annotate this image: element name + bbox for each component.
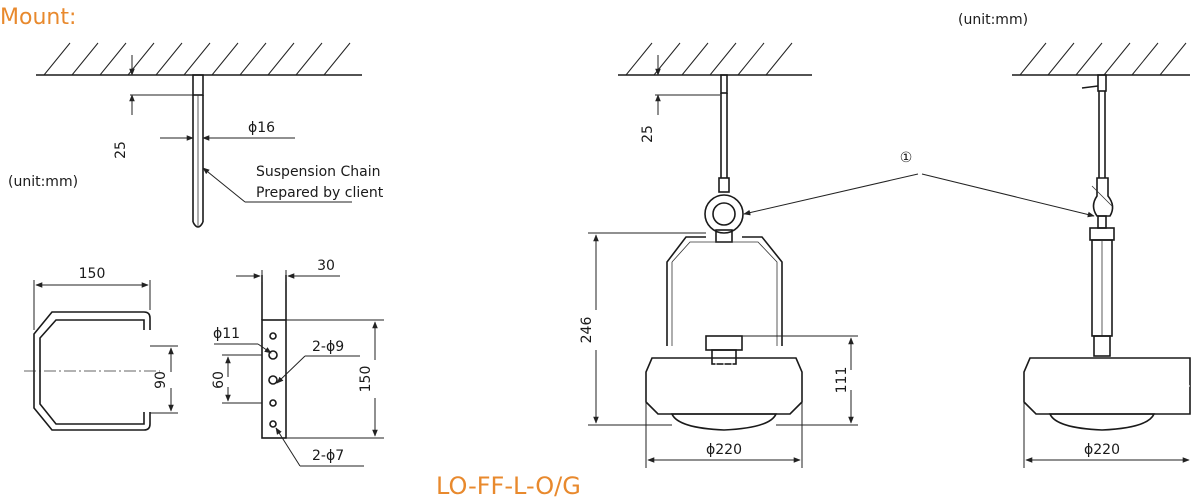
dimension-dia-right: ϕ220	[1023, 402, 1190, 468]
model-label: LO-FF-L-O/G	[436, 472, 581, 500]
dimension-holes-small: 2-ϕ7	[275, 427, 364, 467]
dim-plate-width-text: 30	[317, 258, 335, 274]
dim-hang-left-text: 25	[113, 141, 129, 159]
luminaire-center	[645, 74, 803, 431]
dimension-hole-large: ϕ11	[213, 326, 272, 354]
dim-holes-small-text: 2-ϕ7	[312, 448, 344, 464]
dimension-hole-pitch: 60	[211, 354, 262, 404]
dim-bracket-width-text: 150	[79, 266, 106, 282]
dimension-total-height: 246	[579, 232, 706, 426]
dim-hole-large-text: ϕ11	[213, 326, 240, 342]
chain-hook-left	[192, 74, 204, 228]
dim-plate-height-text: 150	[358, 366, 374, 393]
dimension-bracket-width: 150	[33, 266, 151, 330]
dim-total-height-text: 246	[579, 317, 595, 344]
chain-callout: Suspension Chain Prepared by client	[202, 164, 384, 203]
mount-heading: Mount:	[0, 5, 76, 30]
dimension-chain-diameter: ϕ16	[160, 120, 295, 141]
ceiling-right	[1012, 42, 1190, 76]
callout-one-label: ①	[900, 150, 913, 166]
dim-holes-mid-text: 2-ϕ9	[312, 339, 344, 355]
dim-hole-pitch-text: 60	[211, 371, 227, 389]
dim-dia-right-text: ϕ220	[1084, 442, 1120, 458]
dimension-dia-center: ϕ220	[645, 402, 803, 468]
chain-label-line2: Prepared by client	[256, 185, 384, 201]
dimension-body-height: 111	[742, 335, 858, 426]
dim-dia-center-text: ϕ220	[706, 442, 742, 458]
ceiling-left	[36, 42, 362, 76]
dimension-holes-mid: 2-ϕ9	[276, 339, 360, 384]
mounting-plate	[261, 275, 287, 439]
unit-label-top: (unit:mm)	[958, 12, 1028, 28]
dim-chain-diameter-text: ϕ16	[248, 120, 275, 136]
callout-one: ①	[743, 150, 1095, 218]
unit-label-left: (unit:mm)	[8, 174, 78, 190]
u-bracket	[24, 311, 160, 431]
chain-label-line1: Suspension Chain	[256, 164, 381, 180]
dim-bracket-gap-text: 90	[153, 371, 169, 389]
luminaire-right	[1023, 74, 1191, 431]
dim-body-height-text: 111	[834, 367, 850, 394]
dimension-bracket-gap: 90	[150, 345, 178, 414]
ceiling-center	[618, 42, 812, 76]
dim-hang-center-text: 25	[640, 125, 656, 143]
dimension-plate-height: 150	[286, 319, 384, 439]
dimension-hang-left: 25	[113, 55, 193, 159]
dimension-plate-width: 30	[236, 258, 340, 282]
dimension-hang-center: 25	[640, 55, 720, 143]
